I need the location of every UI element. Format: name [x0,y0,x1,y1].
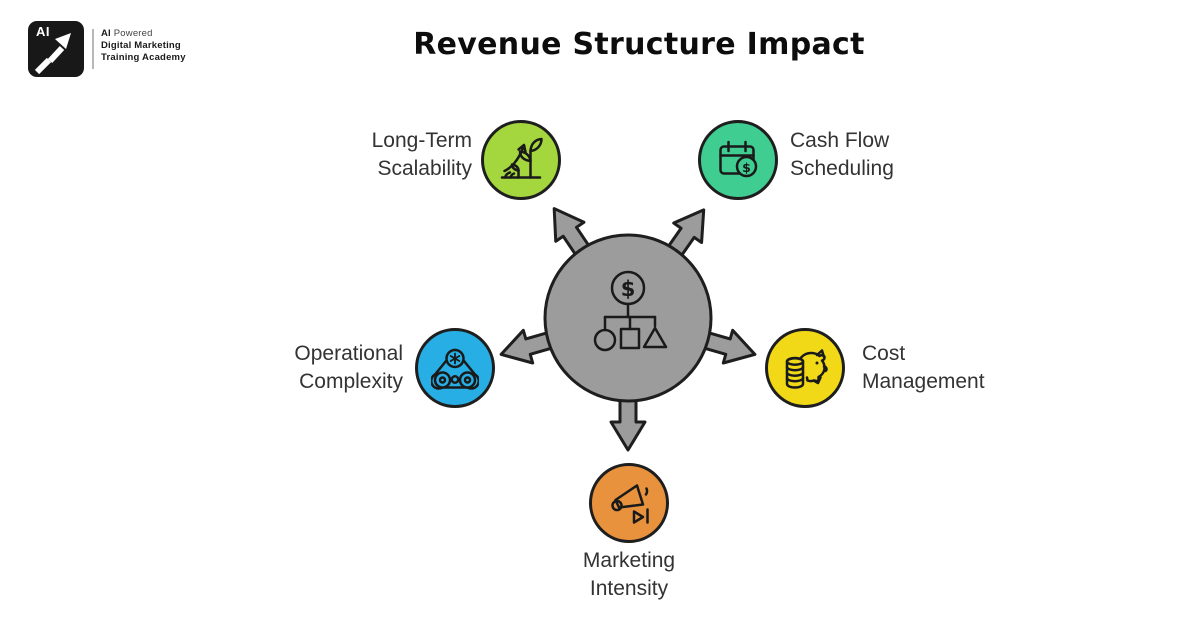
label-cash-flow-scheduling: Cash Flow Scheduling [790,129,894,180]
label-operational-complexity: Operational Complexity [294,342,403,393]
brand-name: AI Powered Digital Marketing Training Ac… [101,28,186,64]
label-cost-management: Cost Management [862,342,985,393]
node-cost-management [765,328,845,408]
megaphone-play-icon [611,484,649,524]
brand-logo: AI [28,21,84,77]
label-marketing-intensity: Marketing Intensity [582,549,676,600]
hub-diagram: $ [494,197,762,452]
brand-logo-text: AI [36,24,50,39]
calendar-dollar-icon: $ [719,140,758,178]
belt-pulley-icon [431,348,479,390]
node-cash-flow-scheduling: $ [698,120,778,200]
trend-arrow-icon [34,33,71,75]
calendar-dollar-sign: $ [742,160,751,175]
hub-dollar-sign: $ [621,277,636,301]
brand-line2: Digital Marketing [101,40,181,51]
node-marketing-intensity [589,463,669,543]
label-long-term-scalability: Long-Term Scalability [371,129,472,180]
node-long-term-scalability [481,120,561,200]
brand-divider [92,29,94,69]
brand-line1: AI Powered [101,28,153,39]
piggy-bank-coins-icon [785,349,828,389]
page-title: Revenue Structure Impact [413,27,865,62]
node-operational-complexity [415,328,495,408]
brand-line3: Training Academy [101,52,186,63]
revenue-org-chart-icon: $ [593,270,668,352]
growth-plant-icon [500,137,543,179]
